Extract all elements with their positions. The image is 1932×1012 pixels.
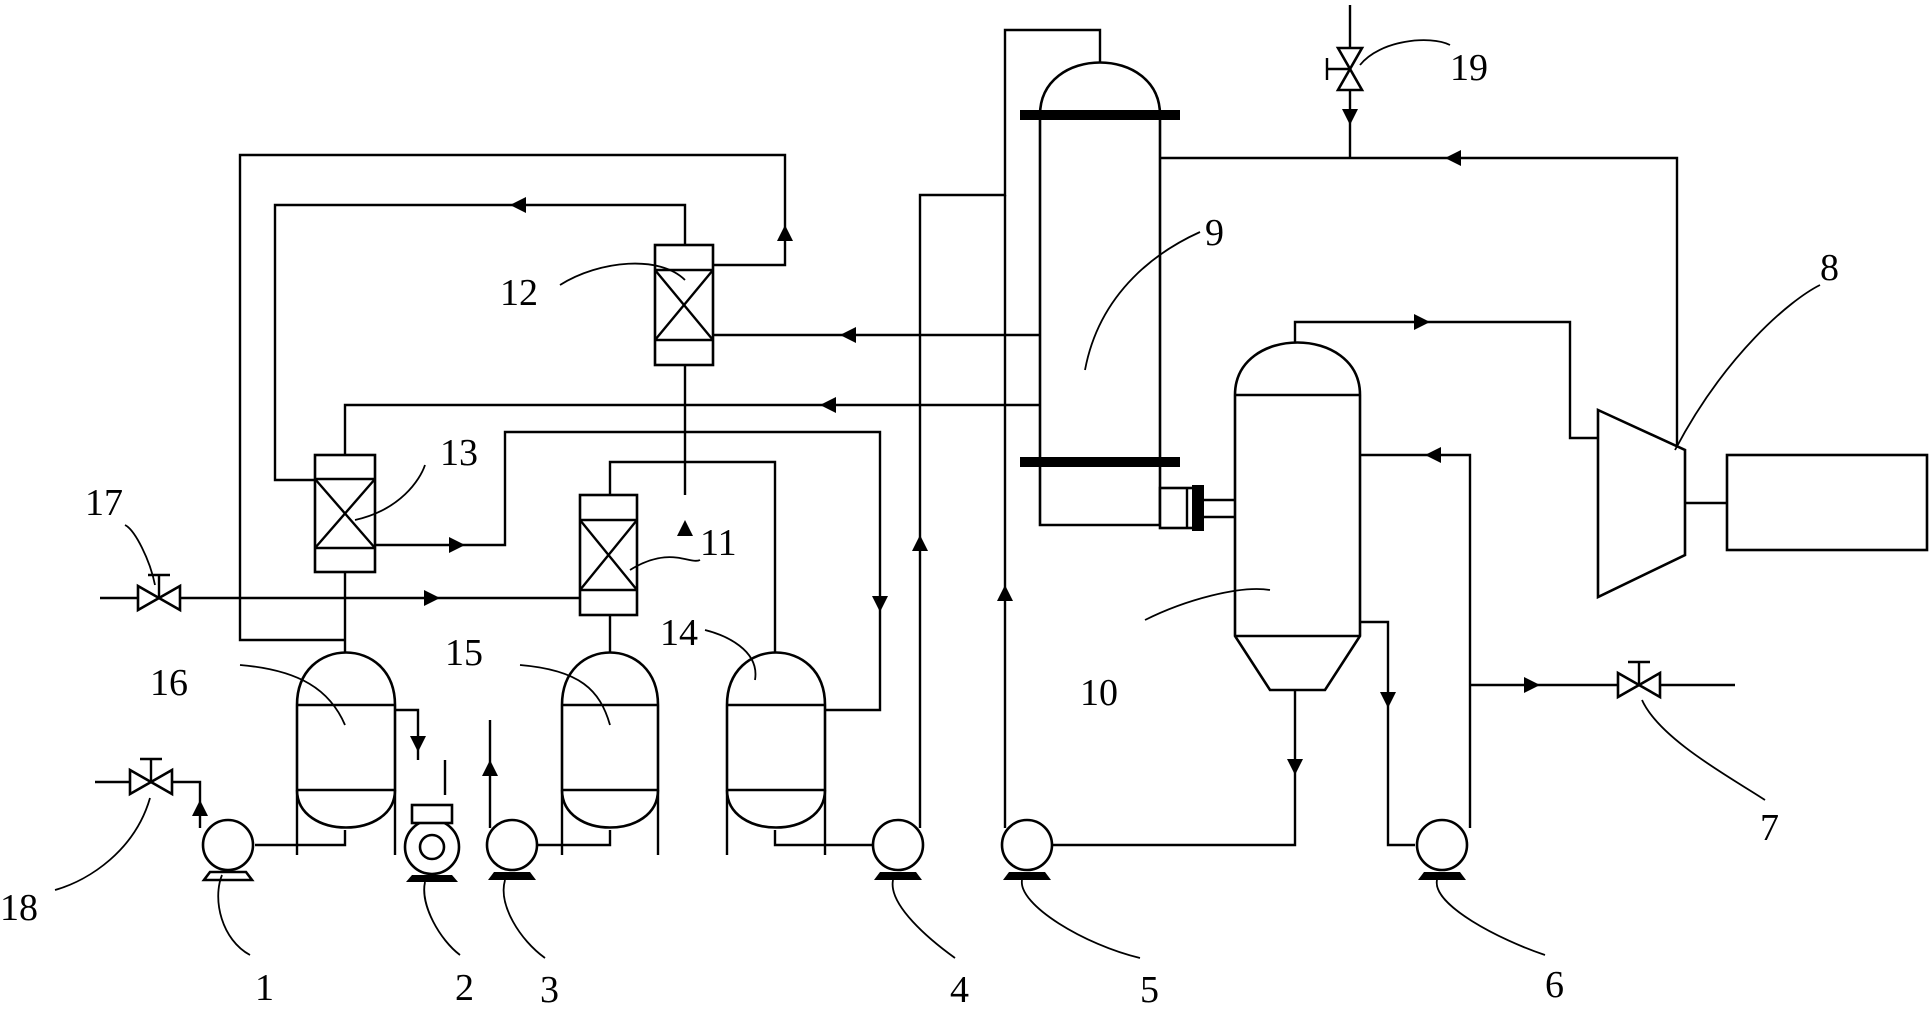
- pump-3: [485, 818, 539, 880]
- pipe-9-to-13: [343, 403, 1040, 455]
- pipe-8-to-9: [1160, 156, 1679, 455]
- tank-16: [295, 651, 397, 855]
- label-17: 17: [85, 482, 123, 524]
- pipe-10-to-pump-5: [1050, 690, 1297, 847]
- pipe-13-to-14: [375, 430, 882, 712]
- column-9: [1020, 61, 1204, 531]
- heat-exchanger-12: [653, 243, 715, 367]
- label-2: 2: [455, 967, 474, 1009]
- pump-2: [403, 803, 461, 882]
- valve-19: [1325, 46, 1365, 92]
- label-12: 12: [500, 272, 538, 314]
- pump-4: [871, 818, 925, 880]
- pipe-12-to-16-loop: [238, 153, 787, 642]
- label-14: 14: [660, 612, 698, 654]
- pipe-11-to-14: [608, 460, 777, 655]
- compressor-8: [1596, 407, 1687, 600]
- pipe-16-to-pump-2: [395, 708, 420, 760]
- label-7: 7: [1760, 807, 1779, 849]
- tank-14: [725, 651, 827, 855]
- leader-lines: [54, 39, 1821, 959]
- pipe-12-to-13: [273, 203, 687, 482]
- label-1: 1: [255, 967, 274, 1009]
- motor: [1725, 453, 1929, 552]
- label-6: 6: [1545, 964, 1564, 1006]
- label-15: 15: [445, 632, 483, 674]
- valve-7: [1616, 660, 1662, 700]
- pump-5: [1000, 818, 1054, 880]
- label-16: 16: [150, 662, 188, 704]
- label-10: 10: [1080, 672, 1118, 714]
- pipe-pump-1-to-16: [255, 830, 347, 847]
- label-4: 4: [950, 969, 969, 1011]
- heat-exchanger-13: [313, 453, 377, 574]
- label-5: 5: [1140, 969, 1159, 1011]
- separator-10: [1233, 341, 1362, 692]
- label-13: 13: [440, 432, 478, 474]
- label-3: 3: [540, 969, 559, 1011]
- pipe-10-to-8: [1293, 320, 1598, 440]
- valve-18: [128, 757, 174, 797]
- pump-6: [1415, 818, 1469, 880]
- valve-17: [136, 573, 182, 613]
- pump-1: [201, 818, 255, 882]
- label-19: 19: [1450, 47, 1488, 89]
- tank-15: [560, 651, 660, 855]
- label-11: 11: [700, 522, 737, 564]
- label-9: 9: [1205, 212, 1224, 254]
- pipe-pump-4-to-9: [918, 28, 1102, 828]
- label-8: 8: [1820, 247, 1839, 289]
- pipe-10-to-pump-6: [1360, 620, 1415, 847]
- pipe-pump-6-to-10: [1360, 453, 1472, 828]
- label-18: 18: [0, 887, 38, 929]
- pipe-pump-3-to-15: [535, 830, 612, 847]
- heat-exchanger-11: [578, 493, 639, 617]
- equipment-labels: 1 2 3 4 5 6 7 8 9 10 11 12 13 14 15 16 1…: [0, 47, 1839, 1011]
- pipe-14-to-pump-4: [773, 830, 875, 847]
